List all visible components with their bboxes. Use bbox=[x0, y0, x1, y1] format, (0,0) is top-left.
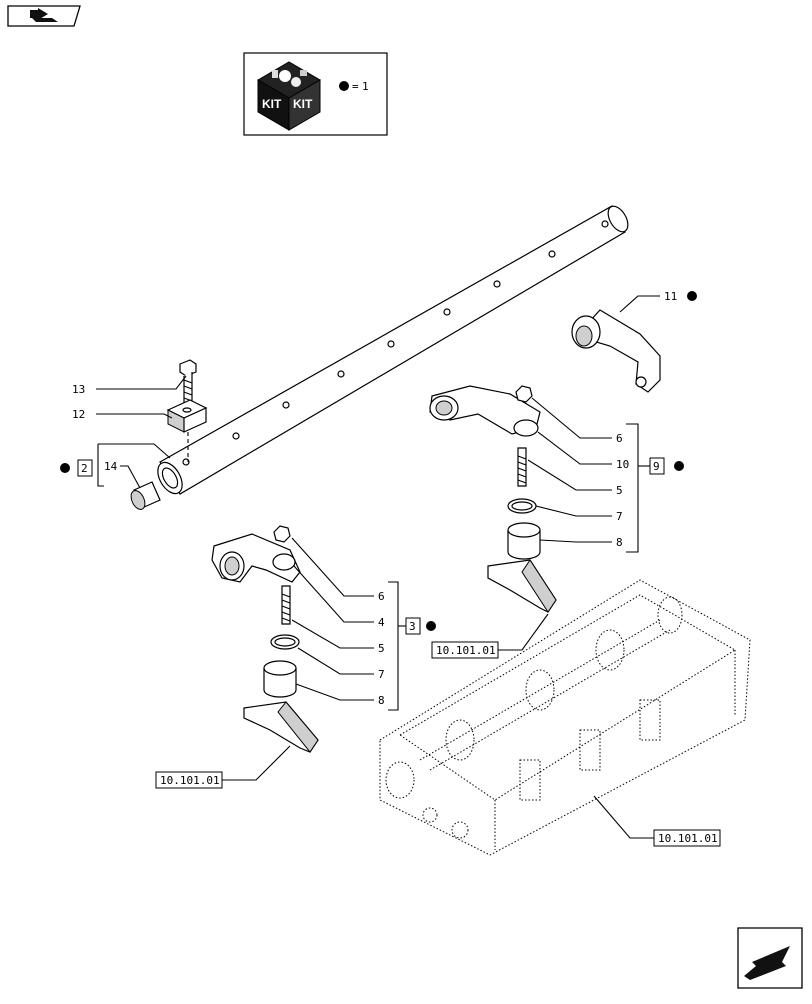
callout-9: 9 bbox=[653, 460, 660, 473]
kit-dot-11 bbox=[687, 291, 697, 301]
callout-4: 4 bbox=[378, 616, 385, 629]
callout-9-box bbox=[649, 457, 665, 475]
rocker-arm-11 bbox=[571, 309, 661, 393]
svg-text:10.101.01: 10.101.01 bbox=[436, 644, 496, 657]
ref-left-support[interactable]: 10.101.01 bbox=[155, 771, 223, 789]
sleeve-left bbox=[263, 660, 297, 698]
callout-14: 14 bbox=[104, 460, 118, 473]
callout-13: 13 bbox=[72, 383, 85, 396]
adjust-screw-right bbox=[517, 447, 527, 487]
kit-equals: = bbox=[352, 80, 359, 93]
callout-10: 10 bbox=[616, 458, 629, 471]
callout-2: 2 bbox=[81, 462, 88, 475]
kit-box-icon: KIT KIT bbox=[257, 61, 321, 131]
ring-left bbox=[270, 634, 300, 650]
kit-dot-3 bbox=[426, 621, 436, 631]
svg-text:10.101.01: 10.101.01 bbox=[160, 774, 220, 787]
kit-value: 1 bbox=[362, 80, 369, 93]
cylinder-head bbox=[379, 579, 751, 856]
svg-text:KIT: KIT bbox=[293, 97, 313, 111]
callout-5-left: 5 bbox=[378, 642, 385, 655]
callout-3: 3 bbox=[409, 620, 416, 633]
callout-6-right: 6 bbox=[616, 432, 623, 445]
rocker-shaft bbox=[157, 205, 629, 495]
book-arrow-icon[interactable] bbox=[7, 5, 81, 27]
ref-right-support[interactable]: 10.101.01 bbox=[431, 641, 499, 659]
kit-legend: KIT KIT = 1 bbox=[243, 52, 388, 136]
ref-cylinder-head[interactable]: 10.101.01 bbox=[653, 829, 721, 847]
leader-lines bbox=[96, 295, 660, 839]
kit-dot-9 bbox=[674, 461, 684, 471]
adjust-screw-left bbox=[281, 585, 291, 625]
svg-text:10.101.01: 10.101.01 bbox=[658, 832, 718, 845]
kit-dot-symbol bbox=[339, 81, 349, 91]
adjust-nut-left bbox=[273, 525, 291, 543]
callout-5-right: 5 bbox=[616, 484, 623, 497]
callout-8-left: 8 bbox=[378, 694, 385, 707]
sleeve-right bbox=[507, 522, 541, 560]
shaft-plug bbox=[130, 481, 161, 510]
shoe-left bbox=[243, 701, 319, 753]
callouts: 13 12 14 2 11 6 10 5 7 8 9 6 4 5 7 8 3 bbox=[60, 290, 697, 707]
callout-2-box bbox=[77, 459, 93, 477]
callout-7-right: 7 bbox=[616, 510, 623, 523]
callout-6-left: 6 bbox=[378, 590, 385, 603]
callout-7-left: 7 bbox=[378, 668, 385, 681]
next-page-arrow-icon[interactable] bbox=[737, 927, 803, 989]
callout-3-box bbox=[405, 617, 421, 635]
callout-8-right: 8 bbox=[616, 536, 623, 549]
shaft-support-block bbox=[166, 399, 208, 433]
rocker-arm-right bbox=[429, 385, 541, 437]
shoe-right bbox=[487, 559, 557, 613]
kit-dot-2 bbox=[60, 463, 70, 473]
adjust-nut-right bbox=[515, 385, 533, 403]
ring-right bbox=[507, 498, 537, 514]
shaft-bolt bbox=[179, 359, 197, 405]
callout-11: 11 bbox=[664, 290, 677, 303]
svg-text:KIT: KIT bbox=[262, 97, 282, 111]
rocker-arm-left bbox=[211, 533, 301, 583]
callout-12: 12 bbox=[72, 408, 85, 421]
